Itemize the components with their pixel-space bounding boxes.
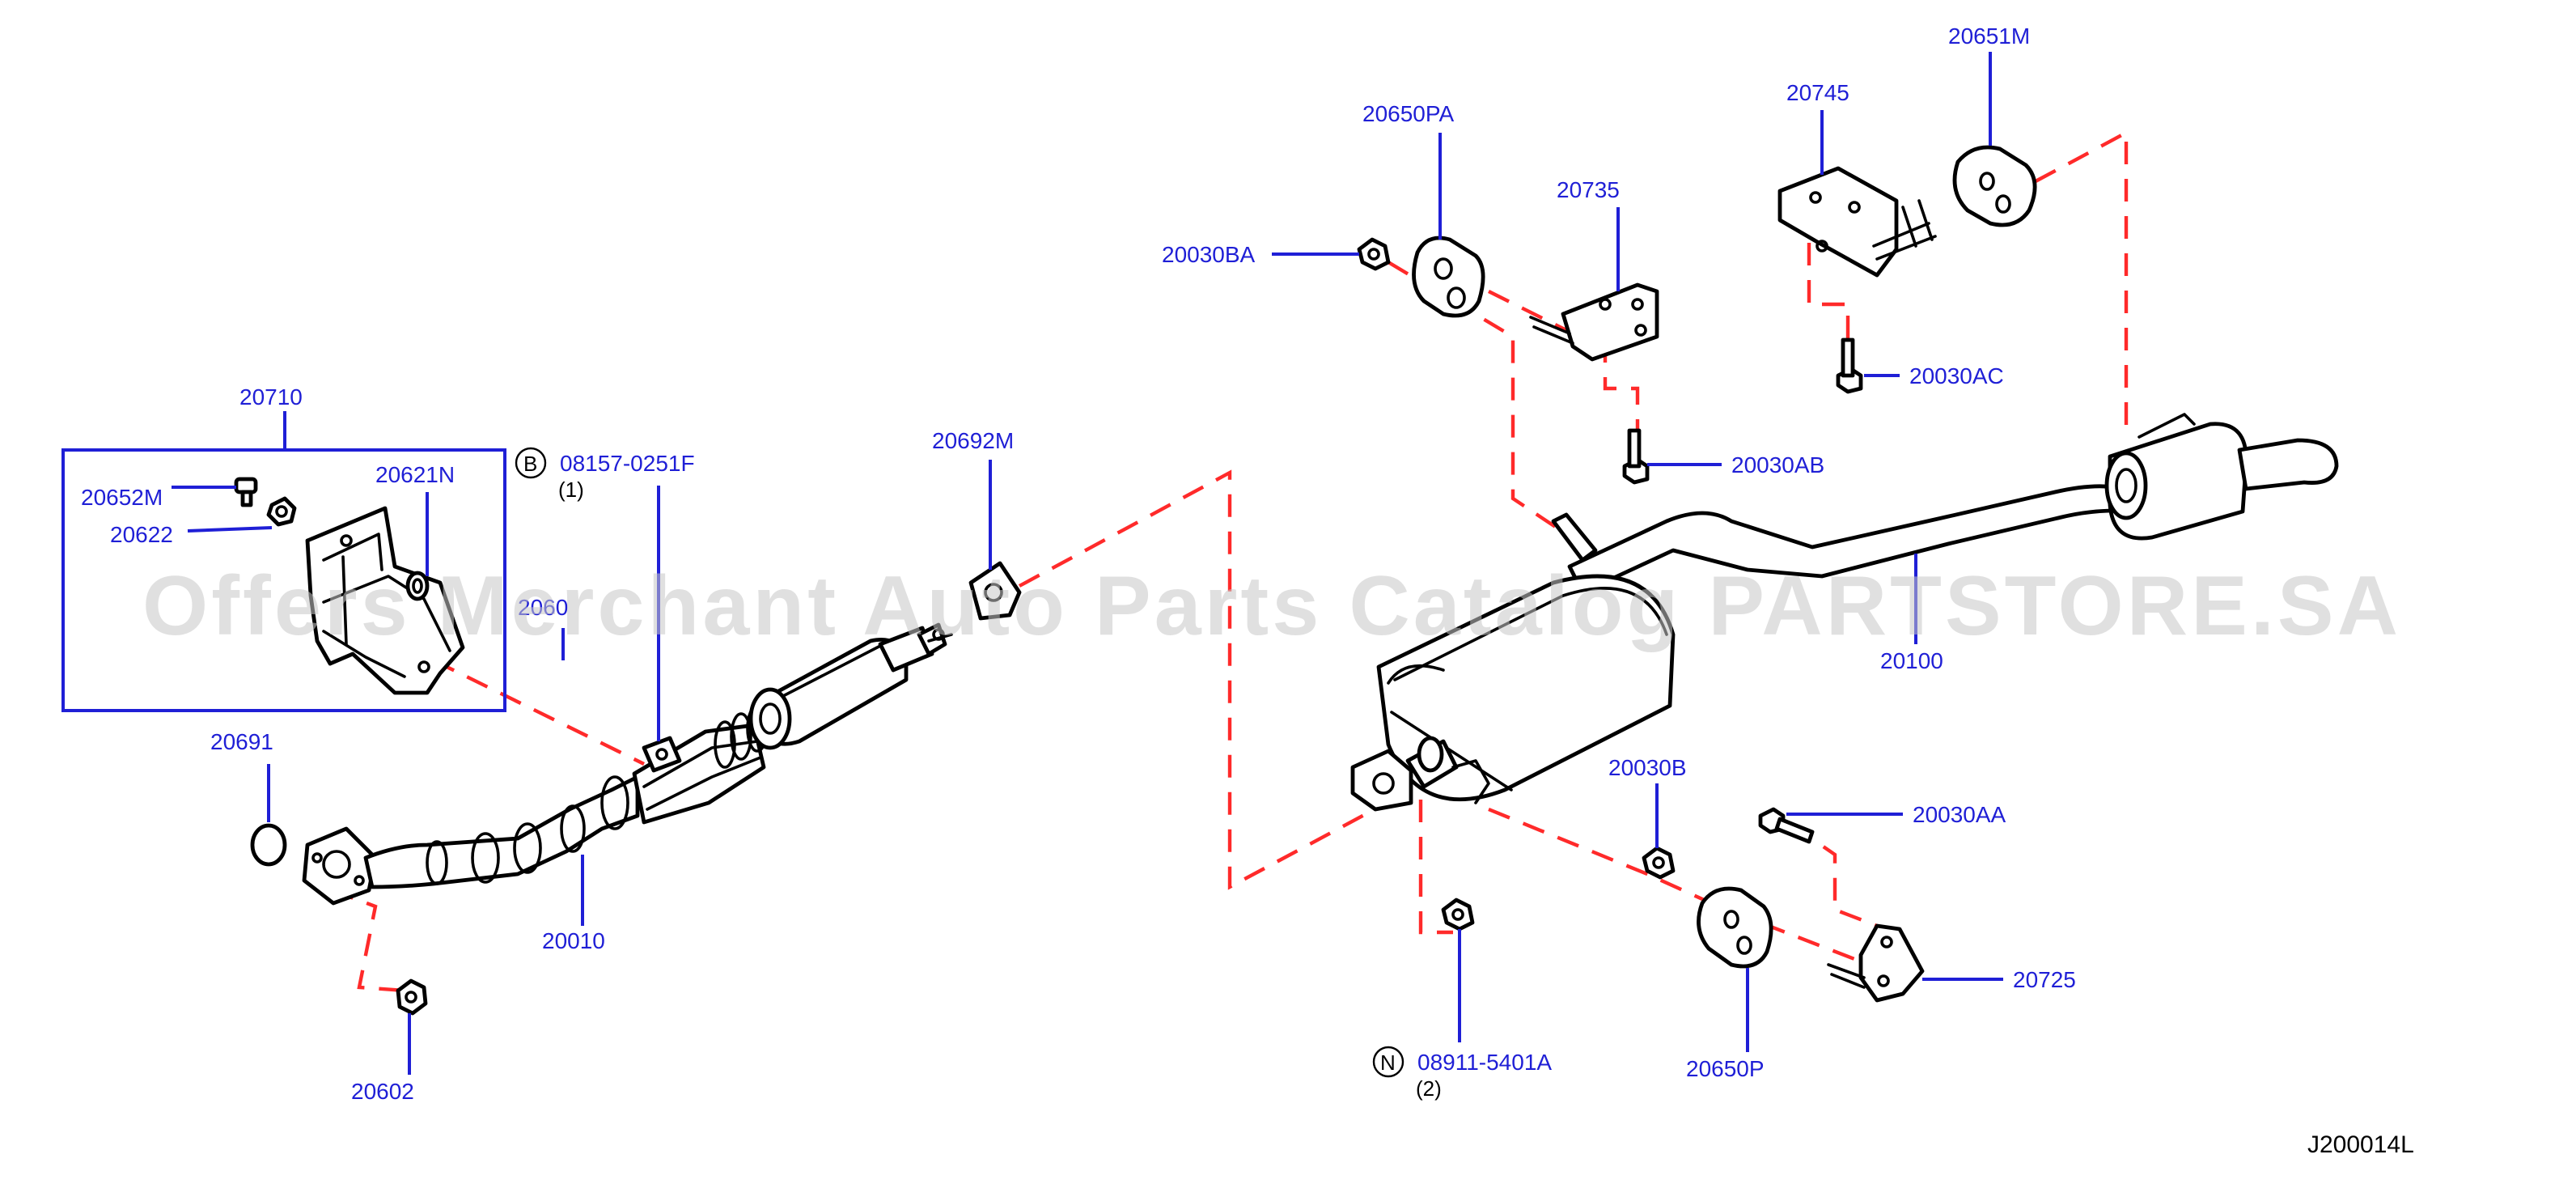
callout-circle-b xyxy=(515,447,547,479)
label-20030AC: 20030AC xyxy=(1909,363,2004,388)
insulator-20650P xyxy=(1697,886,1773,969)
bolt-20030AA xyxy=(1758,807,1815,844)
label-08911-5401A: 08911-5401A xyxy=(1417,1050,1552,1075)
main-muffler-assembly-20100 xyxy=(1350,413,2339,812)
insulator-20650PA xyxy=(1412,236,1485,318)
label-20651M: 20651M xyxy=(1948,23,2030,49)
bracket-20745 xyxy=(1777,166,1937,278)
label-20745: 20745 xyxy=(1786,80,1849,105)
label-20650PA: 20650PA xyxy=(1362,101,1454,126)
label-20100: 20100 xyxy=(1880,648,1943,673)
label-20652M: 20652M xyxy=(81,485,163,510)
nut-20030BA xyxy=(1357,237,1391,271)
label-20030AA: 20030AA xyxy=(1913,802,2006,827)
leader-lines xyxy=(61,52,2003,1075)
nut-20602 xyxy=(396,978,428,1016)
nut-08911-5401A xyxy=(1441,898,1475,932)
nut-20030B xyxy=(1642,846,1676,880)
gasket-ring-20691 xyxy=(250,823,287,867)
label-20622: 20622 xyxy=(110,522,173,547)
label-20650P: 20650P xyxy=(1686,1056,1765,1081)
label-20010: 20010 xyxy=(542,928,605,953)
label-20030BA: 20030BA xyxy=(1162,242,1256,267)
label-20691: 20691 xyxy=(210,729,273,754)
insulator-20651M xyxy=(1952,145,2037,227)
qty-08911: (2) xyxy=(1416,1076,1442,1101)
label-20710: 20710 xyxy=(239,384,303,410)
front-pipe-assembly xyxy=(302,622,953,906)
label-20602: 20602 xyxy=(351,1079,414,1104)
bracket-20725 xyxy=(1827,923,1925,1003)
gasket-20692M xyxy=(968,561,1022,621)
callout-letter-b: B xyxy=(523,452,537,476)
qty-08157: (1) xyxy=(558,477,584,502)
bolt-20030AB xyxy=(1622,428,1650,485)
bolt-20030AC xyxy=(1836,337,1863,394)
label-20621N: 20621N xyxy=(375,462,455,487)
bracket-20735 xyxy=(1529,282,1659,362)
label-20735: 20735 xyxy=(1557,177,1620,202)
bolt-20652M xyxy=(234,477,258,507)
nut-20622 xyxy=(266,496,297,527)
label-20030AB: 20030AB xyxy=(1731,452,1824,477)
washer-20621N xyxy=(405,571,430,601)
label-08157-0251F: 08157-0251F xyxy=(560,451,695,476)
label-20725: 20725 xyxy=(2013,967,2076,992)
diagram-code: J200014L xyxy=(2307,1131,2414,1158)
callout-letter-n: N xyxy=(1380,1050,1396,1075)
watermark-text: Offers Merchant Auto Parts Catalog PARTS… xyxy=(142,559,2401,653)
label-2060-partial: 2060 xyxy=(518,595,568,620)
callout-circle-n xyxy=(1372,1046,1405,1078)
label-20030B: 20030B xyxy=(1608,755,1687,780)
callout-labels: 20710 20652M 20622 20621N 2060 20691 200… xyxy=(81,23,2414,1158)
label-20692M: 20692M xyxy=(932,428,1014,453)
